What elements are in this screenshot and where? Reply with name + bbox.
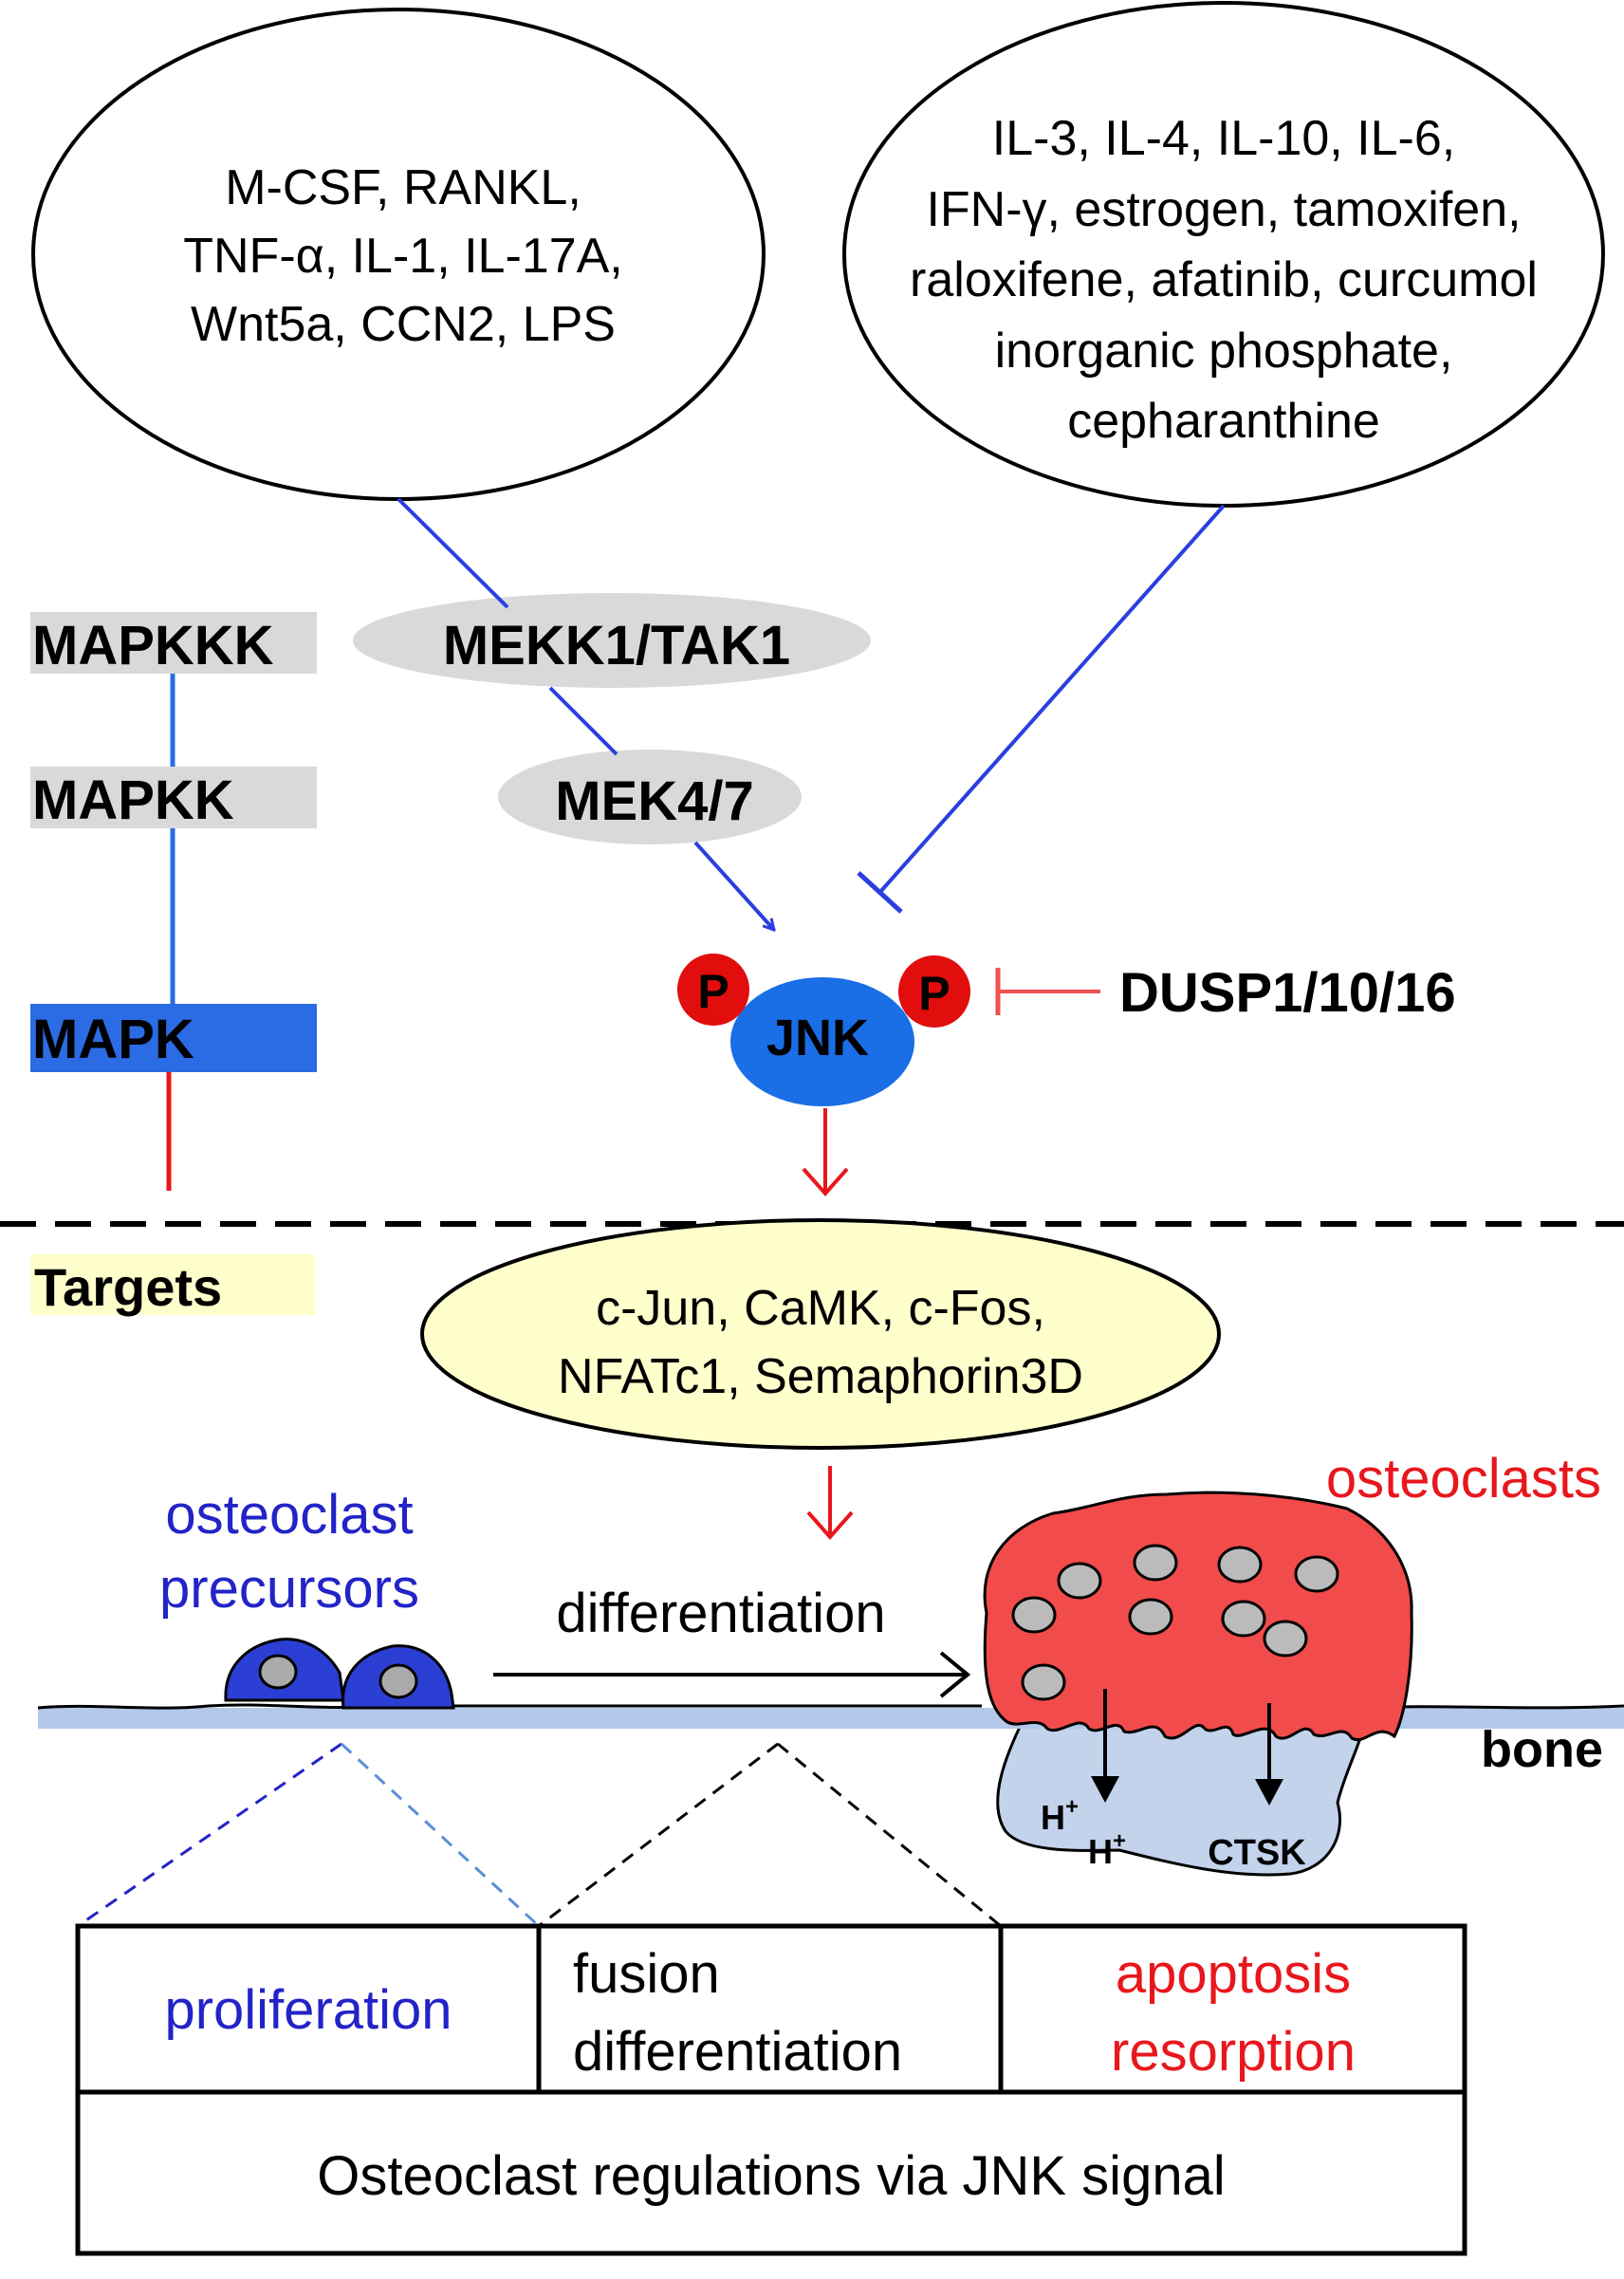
precursors-label-1: osteoclast: [165, 1484, 413, 1546]
inhibition-bar: [857, 871, 903, 914]
inhibitors-line-3: raloxifene, afatinib, curcumol: [910, 252, 1538, 307]
ctsk-secretion-arrow-head: [1255, 1779, 1283, 1806]
inhibition-line: [878, 504, 1226, 894]
inhibitors-line-5: cepharanthine: [1067, 394, 1380, 449]
activation-line-1: [397, 497, 509, 609]
mek4-7-label: MEK4/7: [555, 770, 754, 832]
proton-plus-2: +: [1113, 1828, 1126, 1854]
resorption-pit: [996, 1706, 1368, 1877]
dusp-label: DUSP1/10/16: [1119, 962, 1456, 1024]
precursor-nucleus-1: [258, 1654, 298, 1690]
differentiation-label: differentiation: [556, 1583, 885, 1644]
table-differentiation: differentiation: [573, 2021, 902, 2083]
bone-label: bone: [1481, 1721, 1603, 1778]
table-resorption: resorption: [1111, 2021, 1356, 2083]
connector-fusion-left: [538, 1742, 779, 1928]
table-fusion: fusion: [573, 1943, 720, 2005]
mekk1-tak1-node: [353, 593, 871, 688]
connector-proliferation-left: [77, 1742, 342, 1928]
jnk-label: JNK: [766, 1010, 869, 1066]
target-genes-line-1: c-Jun, CaMK, c-Fos,: [596, 1281, 1045, 1336]
osteoclast-cell: [983, 1491, 1413, 1742]
activators-line-1: M-CSF, RANKL,: [225, 160, 581, 215]
phospho-right: [898, 955, 970, 1028]
osteoclast-nuclei: [1011, 1544, 1339, 1701]
inhibitors-line-2: IFN-γ, estrogen, tamoxifen,: [926, 182, 1521, 237]
proton-secretion-arrow-head: [1091, 1776, 1119, 1803]
inhibitors-line-1: IL-3, IL-4, IL-10, IL-6,: [992, 111, 1455, 166]
phospho-left-label: P: [697, 965, 729, 1018]
mekk1-tak1-label: MEKK1/TAK1: [443, 615, 790, 676]
jnk-node: [730, 977, 914, 1106]
activators-line-3: Wnt5a, CCN2, LPS: [191, 297, 616, 352]
legend-mapkkk-box: [30, 612, 317, 674]
differentiation-arrow-head: [939, 1651, 971, 1698]
targets-label: Targets: [34, 1257, 222, 1317]
osteoclasts-label: osteoclasts: [1326, 1448, 1601, 1510]
connector-fusion-right: [777, 1742, 1002, 1928]
activators-line-2: TNF-α, IL-1, IL-17A,: [183, 229, 623, 284]
precursor-nucleus-2: [378, 1663, 418, 1699]
legend-mapkk-box: [30, 767, 317, 828]
proton-plus-1: +: [1065, 1794, 1079, 1820]
target-genes-ellipse: [420, 1218, 1221, 1450]
legend-mapk-label: MAPK: [32, 1009, 194, 1070]
activation-arrow: [693, 841, 774, 930]
activation-line-2: [548, 686, 618, 756]
mek4-7-node: [498, 750, 802, 844]
target-genes-line-2: NFATc1, Semaphorin3D: [558, 1349, 1083, 1404]
ctsk-label: CTSK: [1208, 1833, 1306, 1873]
legend-mapkk-label: MAPKK: [32, 769, 234, 831]
connector-proliferation-right: [340, 1742, 541, 1928]
phospho-left: [677, 954, 749, 1026]
inhibitors-line-4: inorganic phosphate,: [995, 324, 1453, 379]
precursors-label-2: precursors: [159, 1558, 419, 1620]
phospho-right-label: P: [918, 967, 950, 1020]
table-proliferation: proliferation: [164, 1979, 452, 2041]
legend-mapk-box: [30, 1004, 317, 1072]
jnk-output-arrow-head: [802, 1167, 849, 1197]
legend-mapkkk-label: MAPKKK: [32, 615, 274, 676]
table-apoptosis: apoptosis: [1116, 1943, 1351, 2005]
proton-label-1: H: [1041, 1798, 1065, 1837]
targets-box: [30, 1254, 315, 1315]
table-footer: Osteoclast regulations via JNK signal: [317, 2145, 1225, 2207]
targets-output-arrow-head: [806, 1510, 854, 1541]
proton-label-2: H: [1088, 1832, 1113, 1871]
